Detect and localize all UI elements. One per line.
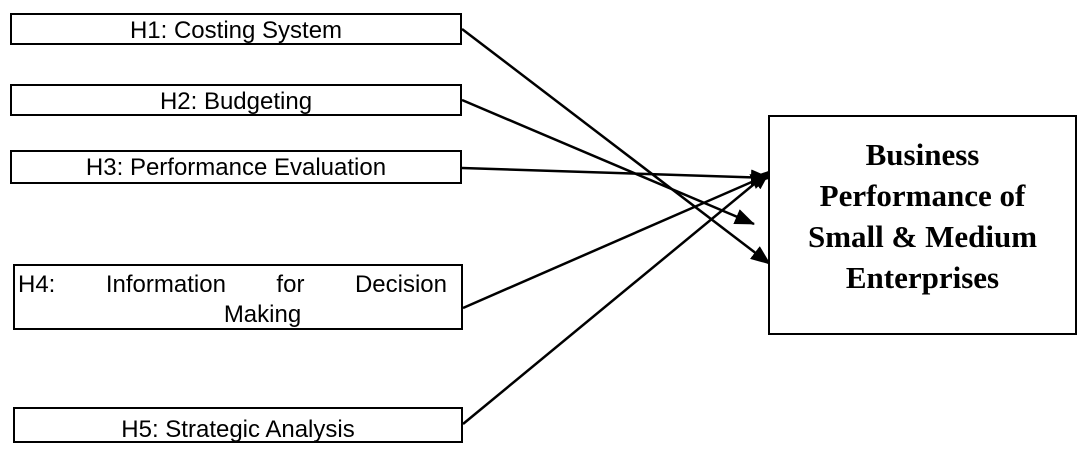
hypothesis-h4-word-information: Information [105, 271, 226, 298]
hypothesis-h4-line2: Making [223, 301, 302, 328]
arrow-h4-to-outcome [462, 172, 771, 310]
hypothesis-h2-box: H2: Budgeting [10, 84, 462, 116]
outcome-line-1: Business [865, 137, 980, 172]
outcome-box: Business Performance of Small & Medium E… [768, 115, 1077, 335]
outcome-line-3: Small & Medium [807, 219, 1038, 254]
hypothesis-h3-label: H3: Performance Evaluation [85, 154, 387, 181]
hypothesis-h4-word-for: for [276, 271, 305, 298]
hypothesis-h4-line1: H4: Information for Decision [18, 270, 447, 300]
outcome-line-4: Enterprises [845, 260, 1000, 295]
hypothesis-h4-box: H4: Information for Decision Making [13, 264, 463, 330]
hypothesis-h3-box: H3: Performance Evaluation [10, 150, 462, 184]
outcome-line-2: Performance of [819, 178, 1026, 213]
hypothesis-h5-box: H5: Strategic Analysis [13, 407, 463, 443]
hypothesis-h5-label: H5: Strategic Analysis [121, 416, 355, 443]
arrow-h3-to-outcome [461, 166, 771, 186]
hypothesis-h4-word-decision: Decision [354, 271, 447, 298]
arrow-h5-to-outcome [462, 170, 771, 425]
hypothesis-h4-id: H4: [18, 271, 56, 298]
hypothesis-h2-label: H2: Budgeting [159, 88, 313, 115]
hypothesis-h1-box: H1: Costing System [10, 13, 462, 45]
hypothesis-h1-label: H1: Costing System [129, 17, 343, 44]
arrow-h2-to-outcome [461, 98, 755, 226]
arrow-h1-to-outcome [461, 28, 771, 265]
